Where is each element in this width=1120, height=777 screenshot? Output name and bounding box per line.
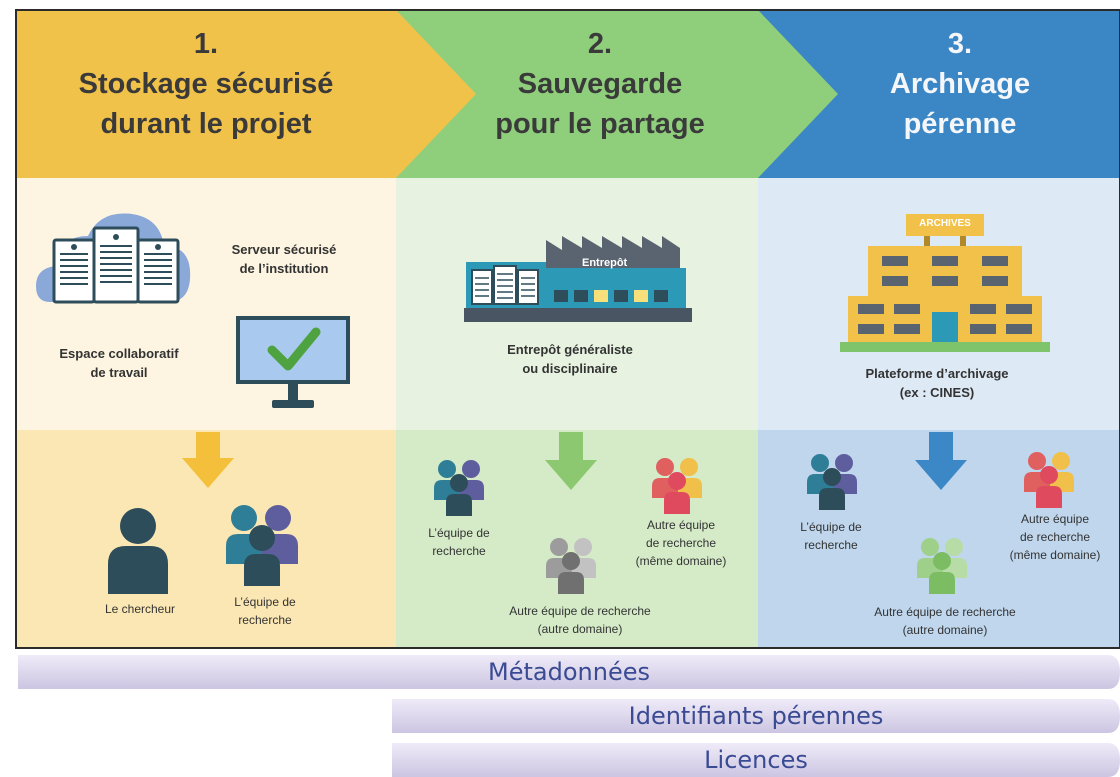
- stage2-place-label: Entrepôt généraliste ou disciplinaire: [470, 340, 670, 378]
- cloud-server-icon: [36, 213, 191, 304]
- monitor-check-icon: [236, 316, 350, 408]
- stage1-server-label: Serveur sécurisé de l’institution: [214, 240, 354, 278]
- stage2-other-team-same-domain-icon: [652, 458, 702, 514]
- stage1-number: 1.: [193, 28, 219, 60]
- space-label-line2: de travail: [90, 365, 148, 380]
- stage1-title-line1: Stockage sécurisé: [78, 68, 334, 100]
- stage3-number: 3.: [947, 28, 973, 60]
- stage1-team-icon: [226, 505, 298, 586]
- warehouse-icon: [464, 236, 692, 322]
- stage2-title-line1: Sauvegarde: [517, 68, 683, 100]
- researcher-label: Le chercheur: [104, 602, 176, 616]
- stage3-other-same-line1: Autre équipe: [1020, 512, 1090, 526]
- stage1-team-label-line2: recherche: [238, 613, 292, 627]
- stage3-other-diff-line2: (autre domaine): [902, 623, 988, 637]
- stage1-space-label: Espace collaboratif de travail: [34, 344, 204, 382]
- stage3-team-label-line1: L’équipe de: [800, 520, 862, 534]
- stage3-other-team-same-domain-icon: [1024, 452, 1074, 508]
- stage2-place-label-line2: ou disciplinaire: [522, 361, 618, 376]
- stage3-title-line2: pérenne: [903, 108, 1017, 140]
- researcher-person-icon: [108, 508, 168, 594]
- licences-bar: Licences: [704, 746, 808, 774]
- server-label-line1: Serveur sécurisé: [231, 242, 337, 257]
- stage2-number: 2.: [587, 28, 613, 60]
- stage3-place-label-line2: (ex : CINES): [899, 385, 975, 400]
- stage1-down-arrow-icon: [182, 432, 234, 488]
- stage3-title-line1: Archivage: [889, 68, 1031, 100]
- licences-bar-bg: [392, 743, 1120, 777]
- stage2-other-diff-line1: Autre équipe de recherche: [509, 604, 651, 618]
- stage1-header: 1. Stockage sécurisé durant le projet: [16, 24, 396, 144]
- stage1-title-line2: durant le projet: [100, 108, 312, 140]
- stage2-place-label-line1: Entrepôt généraliste: [507, 342, 633, 357]
- stage2-other-same-line1: Autre équipe: [646, 518, 716, 532]
- stage2-header: 2. Sauvegarde pour le partage: [420, 24, 780, 144]
- stage3-place-label-line1: Plateforme d’archivage: [865, 366, 1009, 381]
- stage2-team-label: L’équipe de recherche: [404, 524, 514, 560]
- diagram-frame: [15, 9, 1120, 649]
- stage2-header-chevron: [396, 10, 838, 178]
- archives-building-icon: [840, 214, 1050, 352]
- stage2-other-team-other-domain-icon: [546, 538, 596, 594]
- identifiers-bar-bg: [392, 699, 1120, 733]
- stage3-other-same-label: Autre équipe de recherche (même domaine): [990, 510, 1120, 564]
- stage3-other-diff-label: Autre équipe de recherche (autre domaine…: [830, 603, 1060, 639]
- metadata-bar-bg: [18, 655, 1120, 689]
- stage2-team-label-line2: recherche: [432, 544, 486, 558]
- stage2-other-same-line3: (même domaine): [635, 554, 727, 568]
- stage2-team-label-line1: L’équipe de: [428, 526, 490, 540]
- stage2-team-icon: [434, 460, 484, 516]
- archives-sign: ARCHIVES: [919, 218, 971, 229]
- stage3-down-arrow-icon: [915, 432, 967, 490]
- space-label-line1: Espace collaboratif: [59, 346, 179, 361]
- stage3-team-label-line2: recherche: [804, 538, 858, 552]
- stage2-down-arrow-icon: [545, 432, 597, 490]
- stage2-title-line2: pour le partage: [495, 108, 705, 140]
- warehouse-sign: Entrepôt: [582, 257, 628, 269]
- stage3-other-team-other-domain-icon: [917, 538, 967, 594]
- stage2-other-diff-line2: (autre domaine): [537, 622, 623, 636]
- stage3-other-same-line2: de recherche: [1019, 530, 1091, 544]
- stage2-other-same-label: Autre équipe de recherche (même domaine): [616, 516, 746, 570]
- stage1-header-chevron: [16, 10, 476, 178]
- stage2-other-diff-label: Autre équipe de recherche (autre domaine…: [470, 602, 690, 638]
- stage3-header: 3. Archivage pérenne: [820, 24, 1100, 144]
- stage1-team-label: L’équipe de recherche: [200, 593, 330, 629]
- stage3-other-same-line3: (même domaine): [1009, 548, 1101, 562]
- server-label-line2: de l’institution: [239, 261, 329, 276]
- stage1-upper-panel: [16, 178, 396, 430]
- stage3-place-label: Plateforme d’archivage (ex : CINES): [822, 364, 1052, 402]
- identifiers-bar: Identifiants pérennes: [628, 702, 884, 730]
- stage3-other-diff-line1: Autre équipe de recherche: [874, 605, 1016, 619]
- stage1-team-label-line1: L’équipe de: [234, 595, 296, 609]
- metadata-bar: Métadonnées: [488, 658, 650, 686]
- stage2-other-same-line2: de recherche: [645, 536, 717, 550]
- stage3-team-icon: [807, 454, 857, 510]
- stage3-team-label: L’équipe de recherche: [776, 518, 886, 554]
